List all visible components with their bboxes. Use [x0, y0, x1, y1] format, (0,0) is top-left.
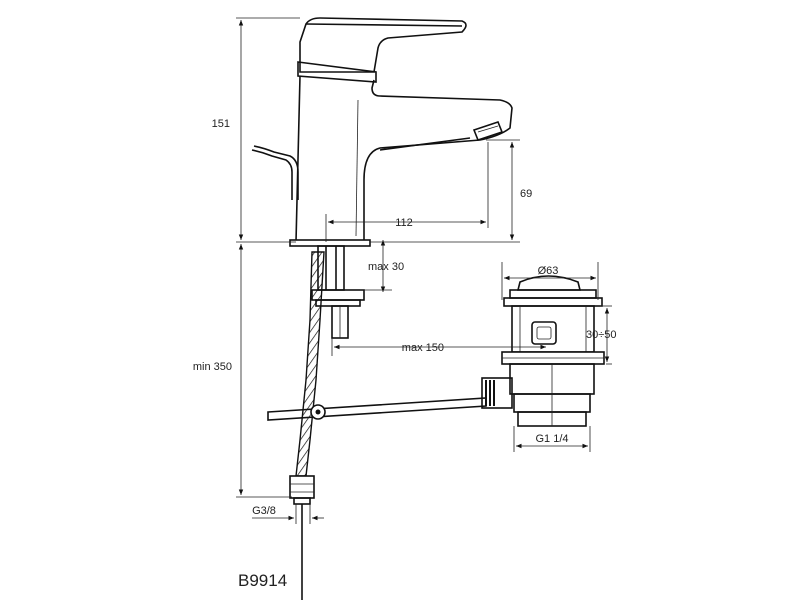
pop-up-rod [267, 397, 487, 421]
dim-label-diameter63: Ø63 [538, 265, 559, 277]
flex-hose [289, 251, 325, 600]
dim-label-g1-1-4: G1 1/4 [535, 433, 568, 445]
dim-label-30-50: 30÷50 [586, 329, 617, 341]
dim-label-max150: max 150 [402, 342, 444, 354]
dim-label-min350: min 350 [193, 361, 232, 373]
faucet-body [251, 17, 513, 247]
dim-label-max30: max 30 [368, 261, 404, 273]
dim-label-69: 69 [520, 188, 532, 200]
dim-label-112: 112 [395, 217, 413, 229]
dim-label-151: 151 [212, 118, 230, 130]
dim-label-g3-8: G3/8 [252, 505, 276, 517]
product-code: B9914 [238, 571, 287, 590]
dimension-lines [236, 17, 612, 524]
waste-fitting [481, 275, 605, 427]
